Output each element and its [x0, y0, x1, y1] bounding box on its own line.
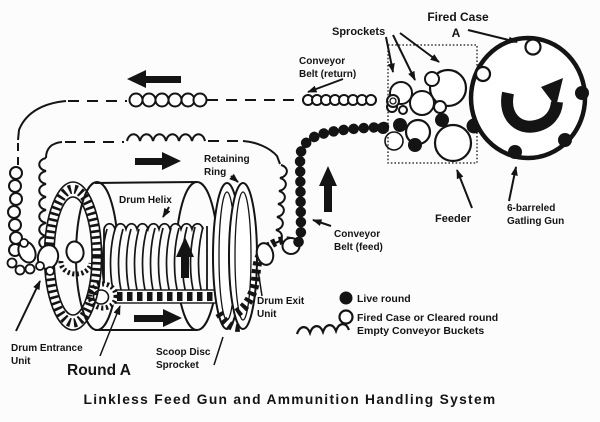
inner-loop-curve	[242, 140, 281, 165]
return-bucket-chain-left	[7, 166, 23, 257]
flow-arrow-up-icon	[319, 166, 337, 212]
sprockets-pointer	[392, 34, 416, 81]
feeder-pointer	[456, 169, 473, 209]
return-bucket-circles	[128, 92, 208, 108]
exit-checker-band	[270, 236, 296, 248]
page-title: Linkless Feed Gun and Ammunition Handlin…	[84, 392, 497, 407]
inner-conveyor-loop	[38, 133, 288, 250]
empty-buckets-wave-left	[38, 157, 47, 250]
diagram-labels: Sprockets Fired Case A Conveyor Belt (re…	[11, 10, 564, 379]
live-round-belt	[287, 121, 390, 255]
helix-scalloped-top	[103, 222, 204, 233]
drum-round-chain	[113, 289, 219, 304]
fired-case-pointer	[467, 29, 518, 44]
label-retaining-ring-1: Retaining	[204, 154, 250, 165]
gun-fired-cases	[474, 38, 542, 83]
sprocket-circle	[433, 100, 447, 114]
label-conveyor-feed-1: Conveyor	[334, 229, 380, 240]
label-gatling-1: 6-barreled	[507, 203, 555, 214]
entrance-sprocket	[58, 240, 94, 277]
flow-arrow-left-icon	[127, 70, 181, 88]
flow-arrow-right-icon	[135, 152, 181, 170]
round-a-pointer	[99, 305, 121, 357]
label-round-a: Round A	[67, 362, 131, 379]
empty-buckets-wave-top	[126, 133, 206, 142]
gatling-gun	[468, 35, 589, 161]
label-conveyor-return-2: Belt (return)	[299, 69, 356, 80]
entrance-pointer	[15, 280, 41, 332]
legend-empty-buckets: Empty Conveyor Buckets	[357, 325, 484, 337]
sprockets-pointer	[385, 36, 395, 73]
label-drum-helix: Drum Helix	[119, 195, 172, 206]
return-conveyor-path	[7, 70, 377, 257]
sprocket-circle	[384, 131, 404, 151]
label-drum-exit-1: Drum Exit	[257, 296, 305, 307]
sprockets-pointer	[399, 32, 440, 63]
sprocket-circle	[433, 123, 473, 163]
label-retaining-ring-2: Ring	[204, 167, 226, 178]
label-conveyor-feed-2: Belt (feed)	[334, 242, 383, 253]
live-rounds-in-feeder	[377, 113, 482, 152]
legend-live-round: Live round	[357, 293, 411, 305]
legend-fired-case: Fired Case or Cleared round	[357, 312, 498, 324]
retaining-ring-pointer	[229, 173, 239, 183]
sprocket-circle	[424, 71, 440, 87]
drum-outline	[94, 181, 198, 331]
pointer-arrows	[15, 29, 518, 366]
gun-live-rounds	[508, 86, 589, 159]
rotation-arrow-head-icon	[541, 78, 563, 107]
fired-case-icon	[338, 309, 354, 325]
label-fired-case: Fired Case	[427, 10, 489, 24]
flow-arrow-right-icon	[134, 309, 182, 327]
feed-conveyor-path	[287, 121, 390, 255]
label-scoop-1: Scoop Disc	[156, 347, 211, 358]
drum-helix-pointer	[162, 206, 171, 218]
drum-exit-unit	[234, 236, 301, 317]
live-round-icon	[339, 291, 353, 305]
ring-bottom-chain	[215, 310, 245, 332]
sprocket-circle	[409, 90, 435, 116]
conveyor-feed-pointer	[312, 219, 332, 227]
sprocket-feeder-cluster	[377, 44, 482, 164]
label-scoop-2: Sprocket	[156, 360, 199, 371]
label-drum-entrance-2: Unit	[11, 356, 31, 367]
rotation-arrow-icon	[501, 91, 563, 133]
inner-loop-curve	[45, 141, 63, 159]
ammunition-drum	[6, 181, 301, 332]
drum-entrance-unit	[6, 238, 60, 276]
label-drum-exit-2: Unit	[257, 309, 277, 320]
empty-buckets-wave-right	[274, 164, 288, 244]
conveyor-return-pointer	[307, 78, 344, 93]
sprocket-circle	[386, 94, 400, 108]
label-fired-case-a: A	[452, 26, 461, 40]
fired-case-a-round	[524, 38, 542, 56]
gatling-pointer	[508, 166, 518, 202]
scoop-pointer	[213, 336, 224, 366]
return-curve-left	[17, 100, 67, 141]
label-feeder: Feeder	[435, 213, 472, 225]
label-drum-entrance-1: Drum Entrance	[11, 343, 83, 354]
return-bucket-circles	[302, 94, 377, 106]
flow-arrow-up-icon	[176, 237, 194, 278]
empty-buckets-icon	[295, 323, 351, 337]
sprocket-circle	[398, 105, 408, 115]
exit-pointer-line	[257, 269, 263, 297]
label-sprockets: Sprockets	[332, 26, 385, 38]
retaining-rings	[212, 182, 258, 332]
exit-roller	[255, 242, 275, 266]
label-gatling-2: Gatling Gun	[507, 216, 564, 227]
sprocket-circle	[389, 97, 397, 105]
legend: Live round Fired Case or Cleared round E…	[295, 291, 498, 337]
label-conveyor-return-1: Conveyor	[299, 56, 345, 67]
